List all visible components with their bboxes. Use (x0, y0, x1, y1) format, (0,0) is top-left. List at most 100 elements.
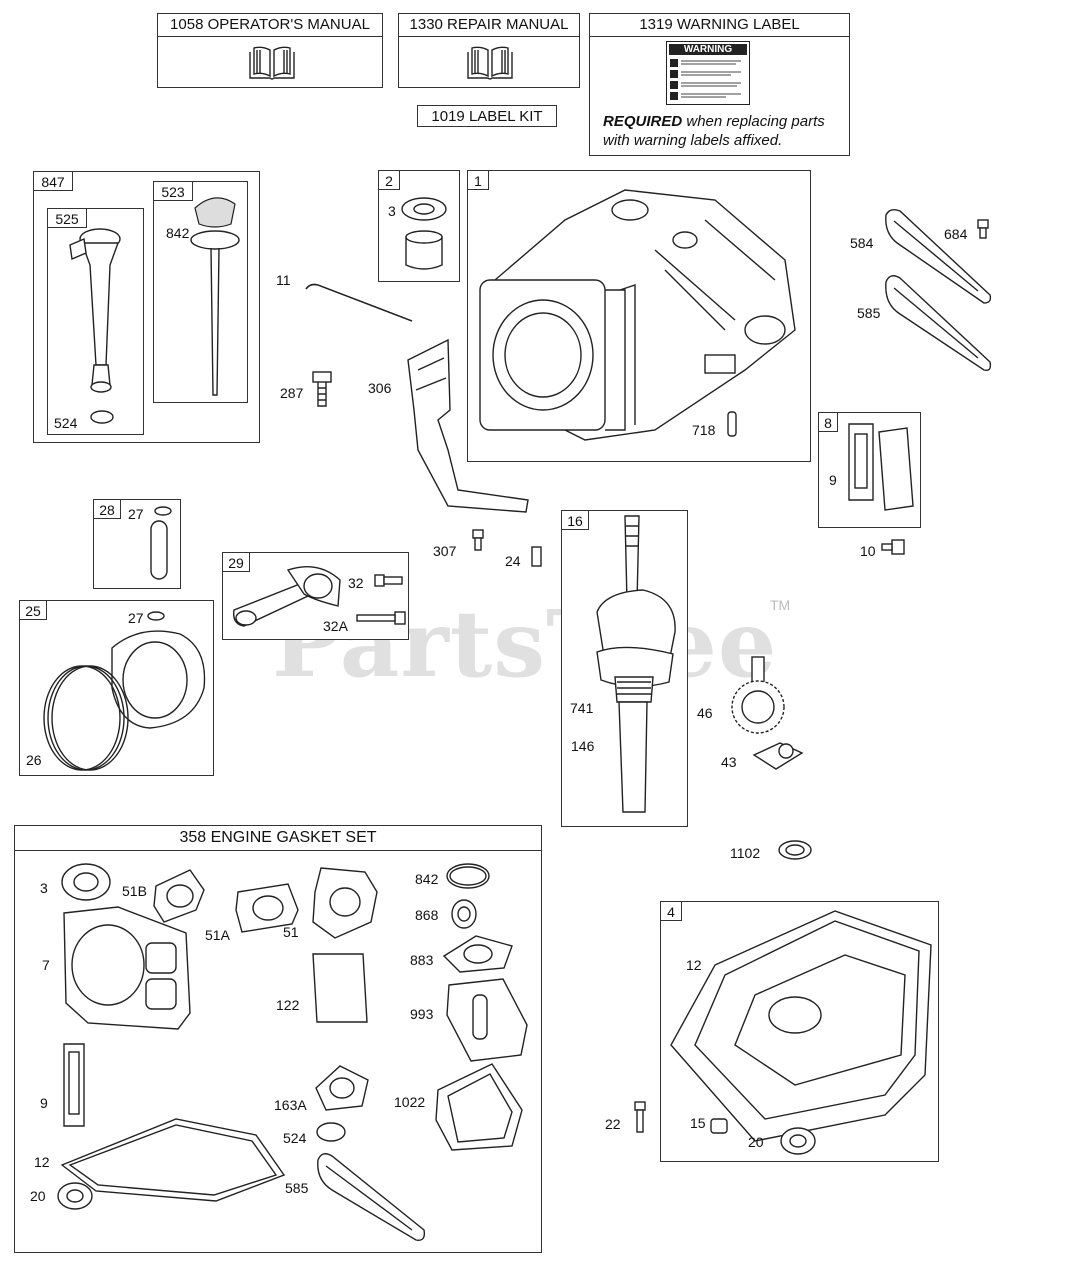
breather-part (848, 423, 914, 511)
screw-307-part (472, 529, 484, 551)
oil-seal-20-sump-part (780, 1127, 816, 1155)
breather-tube-part (305, 283, 413, 322)
piston-pin-part (150, 506, 172, 580)
sump-label-12: 12 (686, 957, 702, 973)
label-524-top: 524 (54, 415, 78, 431)
crankcase-gasket-part (60, 1118, 286, 1202)
label-287: 287 (280, 385, 304, 401)
gasket-label-7: 7 (42, 957, 50, 973)
label-1102: 1102 (730, 845, 761, 861)
label-584: 584 (850, 235, 874, 251)
label-9-top: 9 (829, 472, 837, 488)
group-8-tag: 8 (818, 412, 838, 432)
warning-note: REQUIRED when replacing parts with warni… (603, 112, 843, 150)
label-46: 46 (697, 705, 713, 721)
label-585-top: 585 (857, 305, 881, 321)
gasket-label-51: 51 (283, 924, 299, 940)
warning-sticker-title: WARNING (669, 44, 747, 55)
oil-seal-20-gasket-part (57, 1182, 93, 1210)
dipstick-tube-part (69, 228, 121, 393)
label-306: 306 (368, 380, 392, 396)
label-26: 26 (26, 752, 42, 768)
oring-524-gasket-part (316, 1122, 346, 1142)
air-guide-306-part (407, 338, 529, 513)
oring-842-part (446, 863, 490, 889)
group-4-tag: 4 (660, 901, 682, 921)
gasket-993-part (446, 978, 528, 1062)
group-1-tag: 1 (467, 170, 489, 190)
plug-15-part (710, 1118, 728, 1134)
oil-seal-gasket-part (61, 863, 111, 901)
label-842-top: 842 (166, 225, 190, 241)
warning-label-box[interactable]: 1319 WARNING LABEL WARNING REQUIRED when… (589, 13, 850, 156)
seal-part (401, 197, 447, 270)
sump-label-20: 20 (748, 1134, 764, 1150)
group-16-tag: 16 (561, 510, 589, 530)
gasket-51-part (312, 867, 378, 939)
gasket-label-1022: 1022 (394, 1094, 426, 1110)
group-29-tag: 29 (222, 552, 250, 572)
gasket-label-12: 12 (34, 1154, 50, 1170)
group-25-tag: 25 (19, 600, 47, 620)
warning-label-title: 1319 WARNING LABEL (590, 14, 849, 37)
label-3-top: 3 (388, 203, 396, 219)
label-684: 684 (944, 226, 968, 242)
label-kit-tag[interactable]: 1019 LABEL KIT (417, 105, 557, 127)
seal-1102-part (778, 840, 812, 860)
label-10: 10 (860, 543, 876, 559)
group-2-tag: 2 (378, 170, 400, 190)
screw-287-part (312, 371, 332, 407)
trademark-mark: TM (770, 597, 791, 613)
gasket-163a-part (315, 1065, 369, 1111)
gasket-label-9: 9 (40, 1095, 48, 1111)
cylinder-block-part (479, 189, 796, 441)
camshaft-gear-part (731, 656, 785, 734)
connecting-rod-part (233, 566, 341, 627)
group-28-tag: 28 (93, 499, 121, 519)
note-rest: when replacing parts (682, 113, 825, 130)
group-847-tag: 847 (33, 171, 73, 191)
note-line2: with warning labels affixed. (603, 132, 783, 149)
gasket-51a-part (235, 883, 299, 933)
note-required: REQUIRED (603, 113, 683, 130)
repair-manual-label: 1330 REPAIR MANUAL (399, 14, 579, 37)
gasket-label-122: 122 (276, 997, 300, 1013)
gasket-label-842: 842 (415, 871, 439, 887)
gasket-1022-part (435, 1063, 523, 1151)
operators-manual-label: 1058 OPERATOR'S MANUAL (158, 14, 382, 37)
sump-part (670, 910, 932, 1142)
sump-label-15: 15 (690, 1115, 706, 1131)
label-718: 718 (692, 422, 716, 438)
gasket-label-585: 585 (285, 1180, 309, 1196)
dipstick-part (190, 197, 240, 396)
group-523-tag: 523 (153, 181, 193, 201)
gasket-label-20: 20 (30, 1188, 46, 1204)
label-32a: 32A (323, 618, 348, 634)
book-icon (467, 46, 513, 80)
label-43: 43 (721, 754, 737, 770)
repair-manual-box[interactable]: 1330 REPAIR MANUAL (398, 13, 580, 88)
bolt-32-part (374, 574, 403, 587)
label-27-piston: 27 (128, 610, 144, 626)
seal-868-part (451, 899, 477, 929)
oring-524-part (90, 410, 114, 424)
piston-part (43, 611, 206, 771)
governor-part (752, 742, 804, 770)
label-146: 146 (571, 738, 595, 754)
bolt-32a-part (356, 611, 406, 625)
operators-manual-box[interactable]: 1058 OPERATOR'S MANUAL (157, 13, 383, 88)
label-741: 741 (570, 700, 594, 716)
screw-10-part (881, 539, 905, 555)
gasket-122-part (312, 953, 368, 1023)
label-32: 32 (348, 575, 364, 591)
pin-718-part (727, 411, 737, 437)
label-24: 24 (505, 553, 521, 569)
gasket-label-883: 883 (410, 952, 434, 968)
gasket-label-524: 524 (283, 1130, 307, 1146)
label-11: 11 (276, 272, 291, 288)
warning-sticker: WARNING (666, 41, 750, 105)
gasket-label-51a: 51A (205, 927, 230, 943)
gasket-label-163a: 163A (274, 1097, 307, 1113)
gasket-585-bottom-part (317, 1153, 426, 1241)
warning-sticker-lines (670, 59, 741, 100)
